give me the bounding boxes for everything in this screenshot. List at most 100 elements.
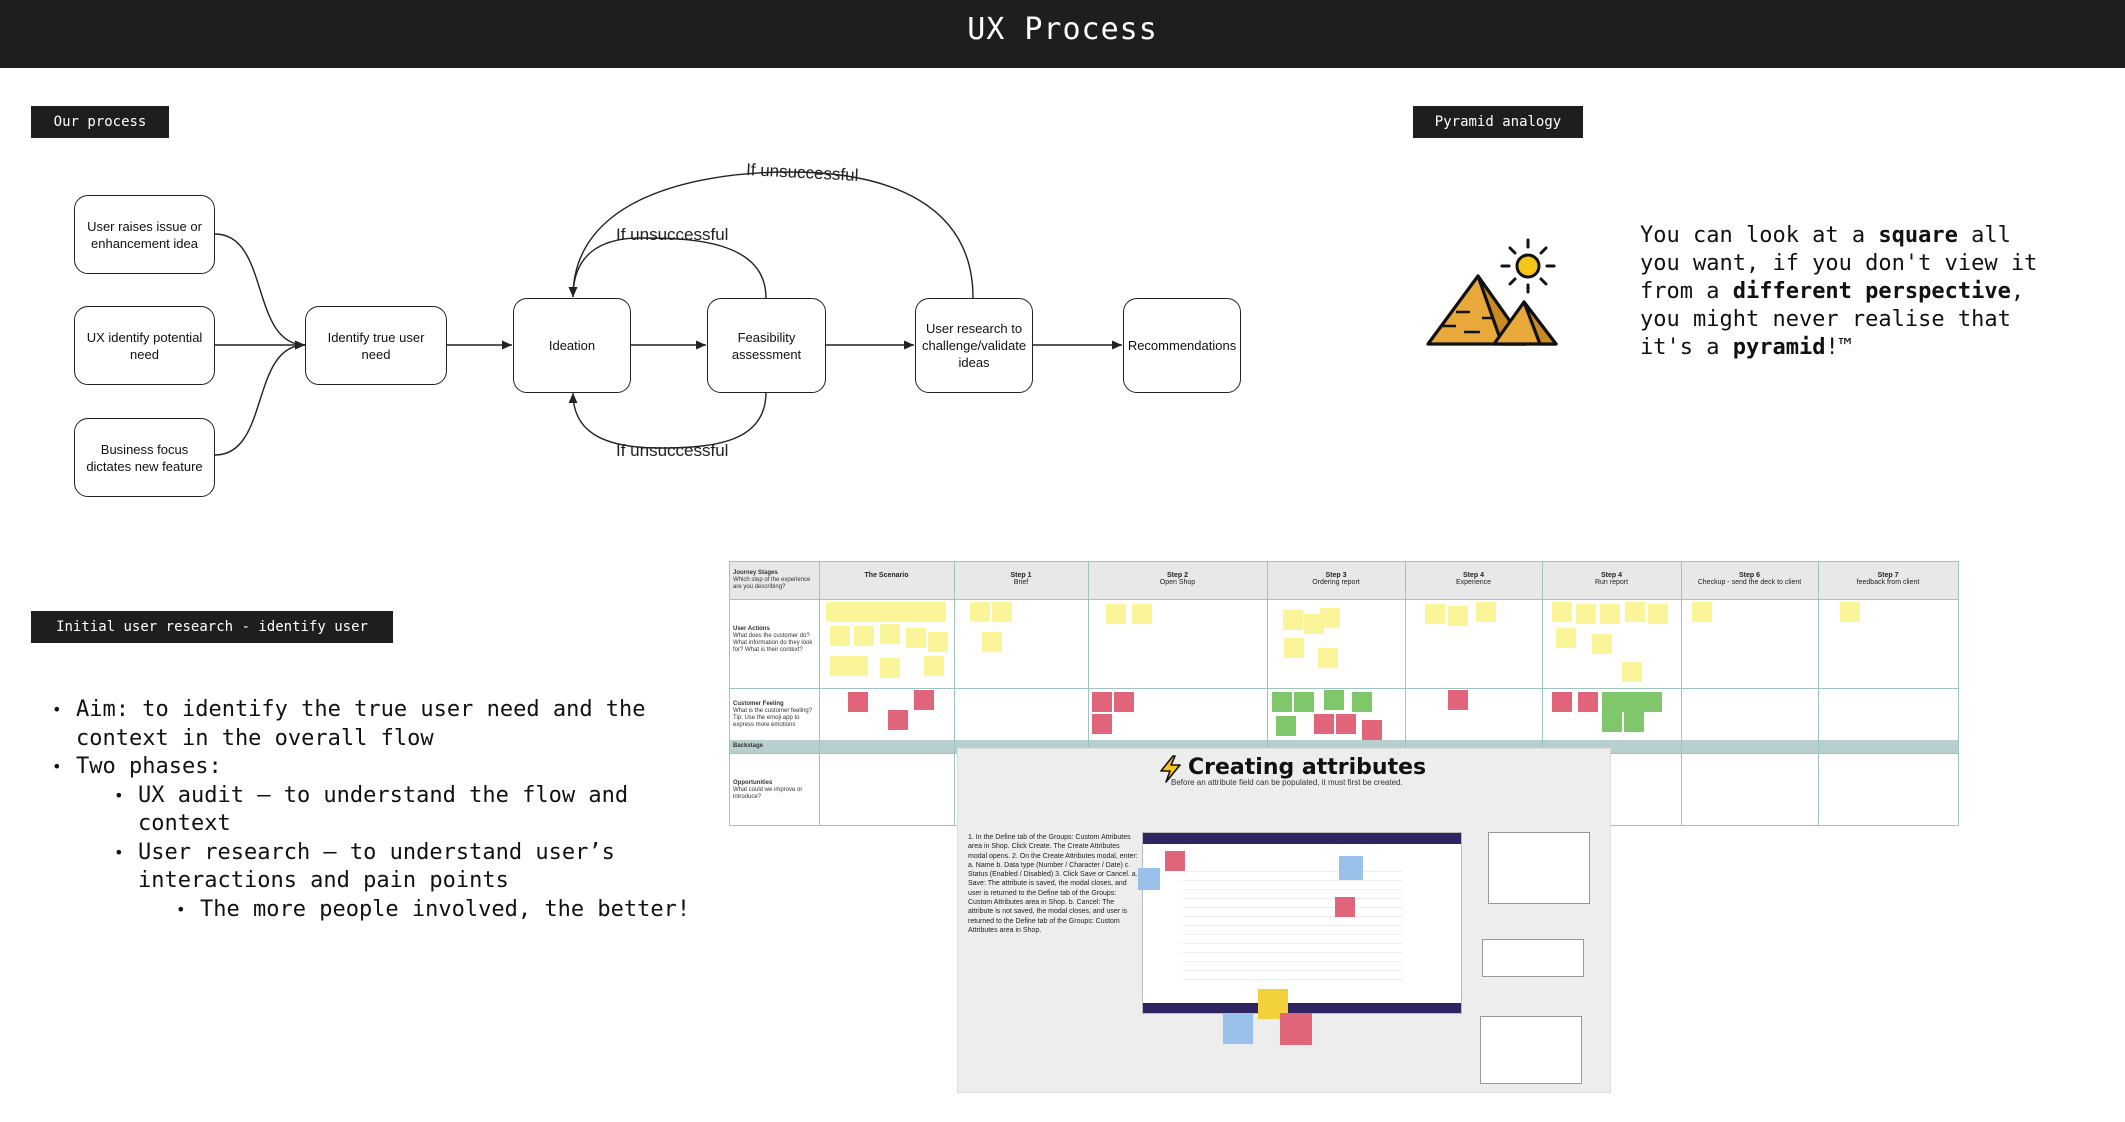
sticky-note xyxy=(1335,897,1355,917)
journey-row-label: Backstage xyxy=(733,743,817,750)
journey-row-sub: Which step of the experience are you des… xyxy=(733,577,810,590)
sticky-note xyxy=(1600,604,1620,624)
flow-node-ideation: Ideation xyxy=(513,298,631,393)
journey-header-title: Step 2 xyxy=(1088,572,1267,579)
loop-feasibility-bottom xyxy=(573,392,766,448)
sticky-note xyxy=(924,656,944,676)
journey-header-title: Step 3 xyxy=(1267,572,1405,579)
sticky-note xyxy=(1138,868,1160,890)
sticky-note xyxy=(1294,692,1314,712)
sticky-note xyxy=(1092,692,1112,712)
sticky-note xyxy=(1840,602,1860,622)
sticky-note xyxy=(1284,638,1304,658)
attributes-subtitle: Before an attribute field can be populat… xyxy=(1171,778,1403,787)
flow-node-recommendations: Recommendations xyxy=(1123,298,1241,393)
sticky-note xyxy=(1448,606,1468,626)
journey-header-sub: Ordering report xyxy=(1312,579,1359,586)
sticky-note xyxy=(826,602,846,622)
sticky-note xyxy=(830,626,850,646)
sticky-note xyxy=(1352,692,1372,712)
sticky-note xyxy=(1622,692,1642,712)
quote-square: square xyxy=(1878,223,1957,248)
modal-mock xyxy=(1480,1016,1582,1084)
sticky-note xyxy=(1622,662,1642,682)
sticky-note xyxy=(1576,604,1596,624)
modal-mock xyxy=(1488,832,1590,904)
attributes-title: Creating attributes xyxy=(1188,755,1426,780)
sticky-note xyxy=(830,656,850,676)
sticky-note xyxy=(914,690,934,710)
sticky-note xyxy=(1648,604,1668,624)
sticky-note xyxy=(1320,608,1340,628)
pyramid-icon xyxy=(1428,276,1556,344)
journey-header-sub: Checkup - send the deck to client xyxy=(1698,579,1802,586)
modal-mock xyxy=(1482,939,1584,977)
app-screenshot xyxy=(1142,832,1462,1014)
sticky-note xyxy=(992,602,1012,622)
connector-input3 xyxy=(215,345,305,455)
journey-row-title: Journey Stages xyxy=(733,570,778,576)
sticky-note xyxy=(888,710,908,730)
bullet-aim: Aim: to identify the true user need and … xyxy=(76,696,728,753)
sticky-note xyxy=(880,624,900,644)
journey-header-sub: Experience xyxy=(1456,579,1491,586)
sticky-note xyxy=(928,632,948,652)
journey-header-title: Step 6 xyxy=(1681,572,1818,579)
sticky-note xyxy=(854,626,874,646)
quote-pyramid: pyramid xyxy=(1733,335,1826,360)
bullet-more-people: The more people involved, the better! xyxy=(200,896,728,925)
sticky-note xyxy=(1578,692,1598,712)
sticky-note xyxy=(1314,714,1334,734)
flow-node-research: User research to challenge/validate idea… xyxy=(915,298,1033,393)
journey-header-title: Step 4 xyxy=(1542,572,1681,579)
journey-row-title: User Actions xyxy=(733,626,770,632)
pyramid-illustration xyxy=(1422,236,1572,356)
sticky-note xyxy=(1624,712,1644,732)
journey-header-sub: Run report xyxy=(1595,579,1628,586)
pyramid-quote: You can look at a square all you want, i… xyxy=(1640,222,2060,362)
app-footer xyxy=(1143,1003,1461,1013)
sticky-note xyxy=(848,656,868,676)
sticky-note xyxy=(1318,648,1338,668)
journey-header-scenario: The Scenario xyxy=(819,562,954,599)
loop-feasibility-top xyxy=(573,238,766,298)
quote-perspective: different perspective xyxy=(1733,279,2011,304)
sticky-note xyxy=(1602,712,1622,732)
journey-row-title: Customer Feeling xyxy=(733,701,784,707)
sticky-note xyxy=(1425,604,1445,624)
loop-label-middle: If unsuccessful xyxy=(616,225,728,245)
sticky-note xyxy=(1448,690,1468,710)
journey-header-sub: feedback from client xyxy=(1857,579,1920,586)
sticky-note xyxy=(1692,602,1712,622)
flow-node-input-business: Business focus dictates new feature xyxy=(74,418,215,497)
sticky-note xyxy=(880,658,900,678)
bullet-phases-label: Two phases: xyxy=(76,754,222,779)
sticky-note xyxy=(1602,692,1622,712)
loop-label-bottom: If unsuccessful xyxy=(616,441,728,461)
journey-header-title: Step 4 xyxy=(1405,572,1542,579)
sticky-note xyxy=(866,602,886,622)
sticky-note xyxy=(906,628,926,648)
quote-part-4: !™ xyxy=(1825,335,1852,360)
creating-attributes-card: Creating attributes Before an attribute … xyxy=(957,748,1611,1093)
sticky-note xyxy=(1223,1014,1253,1044)
journey-row-label: User ActionsWhat does the customer do? W… xyxy=(733,626,817,654)
journey-header-sub: Open Shop xyxy=(1160,579,1195,586)
sticky-note xyxy=(1556,628,1576,648)
journey-divider xyxy=(1681,562,1682,825)
sun-icon xyxy=(1502,240,1554,292)
sticky-note xyxy=(982,632,1002,652)
sticky-note xyxy=(1476,602,1496,622)
sticky-note xyxy=(1276,716,1296,736)
journey-divider xyxy=(954,562,955,825)
sticky-note xyxy=(886,602,906,622)
sticky-note xyxy=(1283,610,1303,630)
app-table xyxy=(1183,863,1403,983)
sticky-note xyxy=(1552,602,1572,622)
